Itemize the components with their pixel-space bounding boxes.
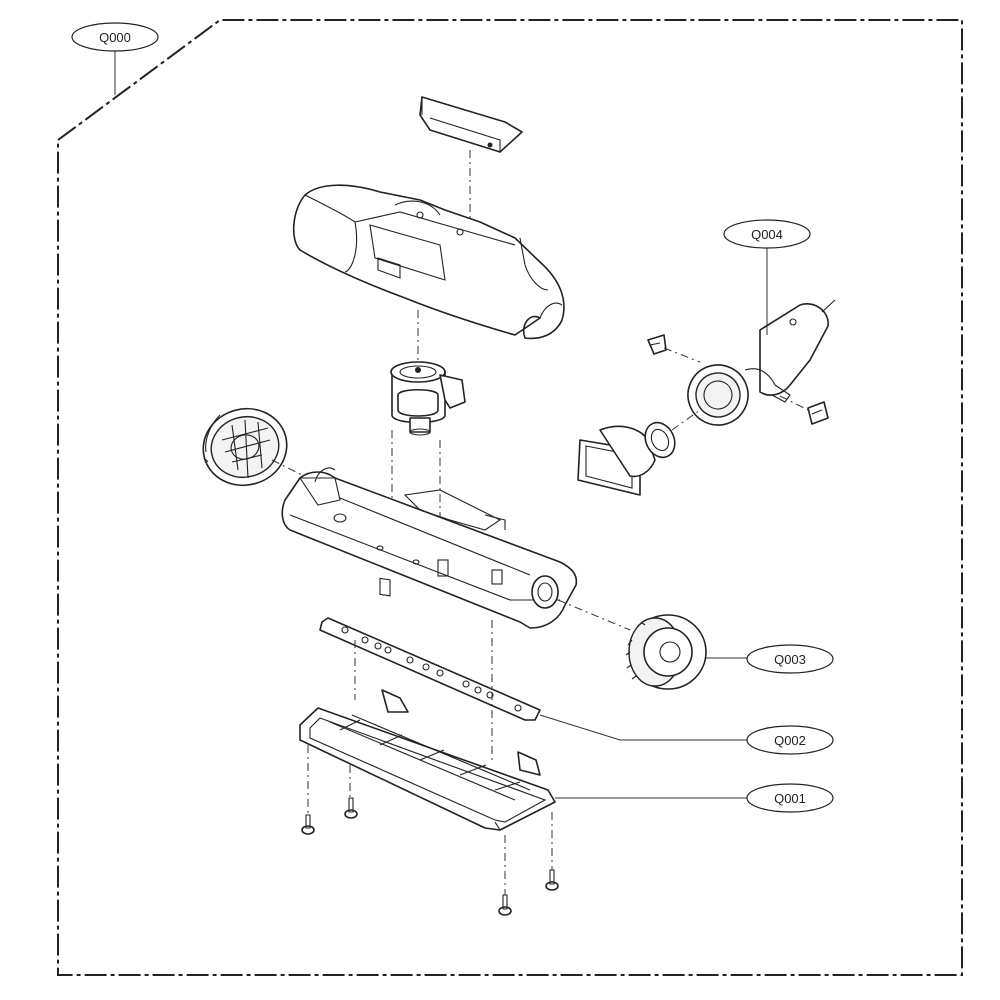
bottom-tray: [299, 689, 556, 831]
screws: [301, 745, 559, 916]
callout-q001-label: Q001: [774, 791, 806, 806]
callout-q000-label: Q000: [99, 30, 131, 45]
callout-q002[interactable]: Q002: [539, 714, 834, 755]
housing-cover: [292, 184, 565, 340]
base-housing: [281, 467, 578, 629]
callout-q000[interactable]: Q000: [71, 22, 159, 95]
clip-left: [647, 334, 667, 355]
clip-right: [807, 401, 829, 425]
screw-3: [498, 894, 512, 916]
callout-q003[interactable]: Q003: [706, 644, 834, 674]
turbine-module: [390, 361, 466, 436]
callout-q002-label: Q002: [774, 733, 806, 748]
callout-q003-label: Q003: [774, 652, 806, 667]
strip-plate: [319, 617, 541, 721]
top-cover-plate: [419, 96, 523, 153]
callout-q001[interactable]: Q001: [555, 783, 834, 813]
callout-q004[interactable]: Q004: [723, 219, 811, 335]
screw-1: [301, 814, 315, 835]
hose-adapter: [577, 421, 676, 496]
neck-joint: [687, 299, 836, 426]
assembly-frame: [57, 19, 963, 976]
left-wheel: [202, 407, 288, 487]
right-wheel: [625, 614, 707, 690]
callout-q004-label: Q004: [751, 227, 783, 242]
screw-2: [344, 797, 358, 819]
screw-4: [545, 869, 559, 891]
